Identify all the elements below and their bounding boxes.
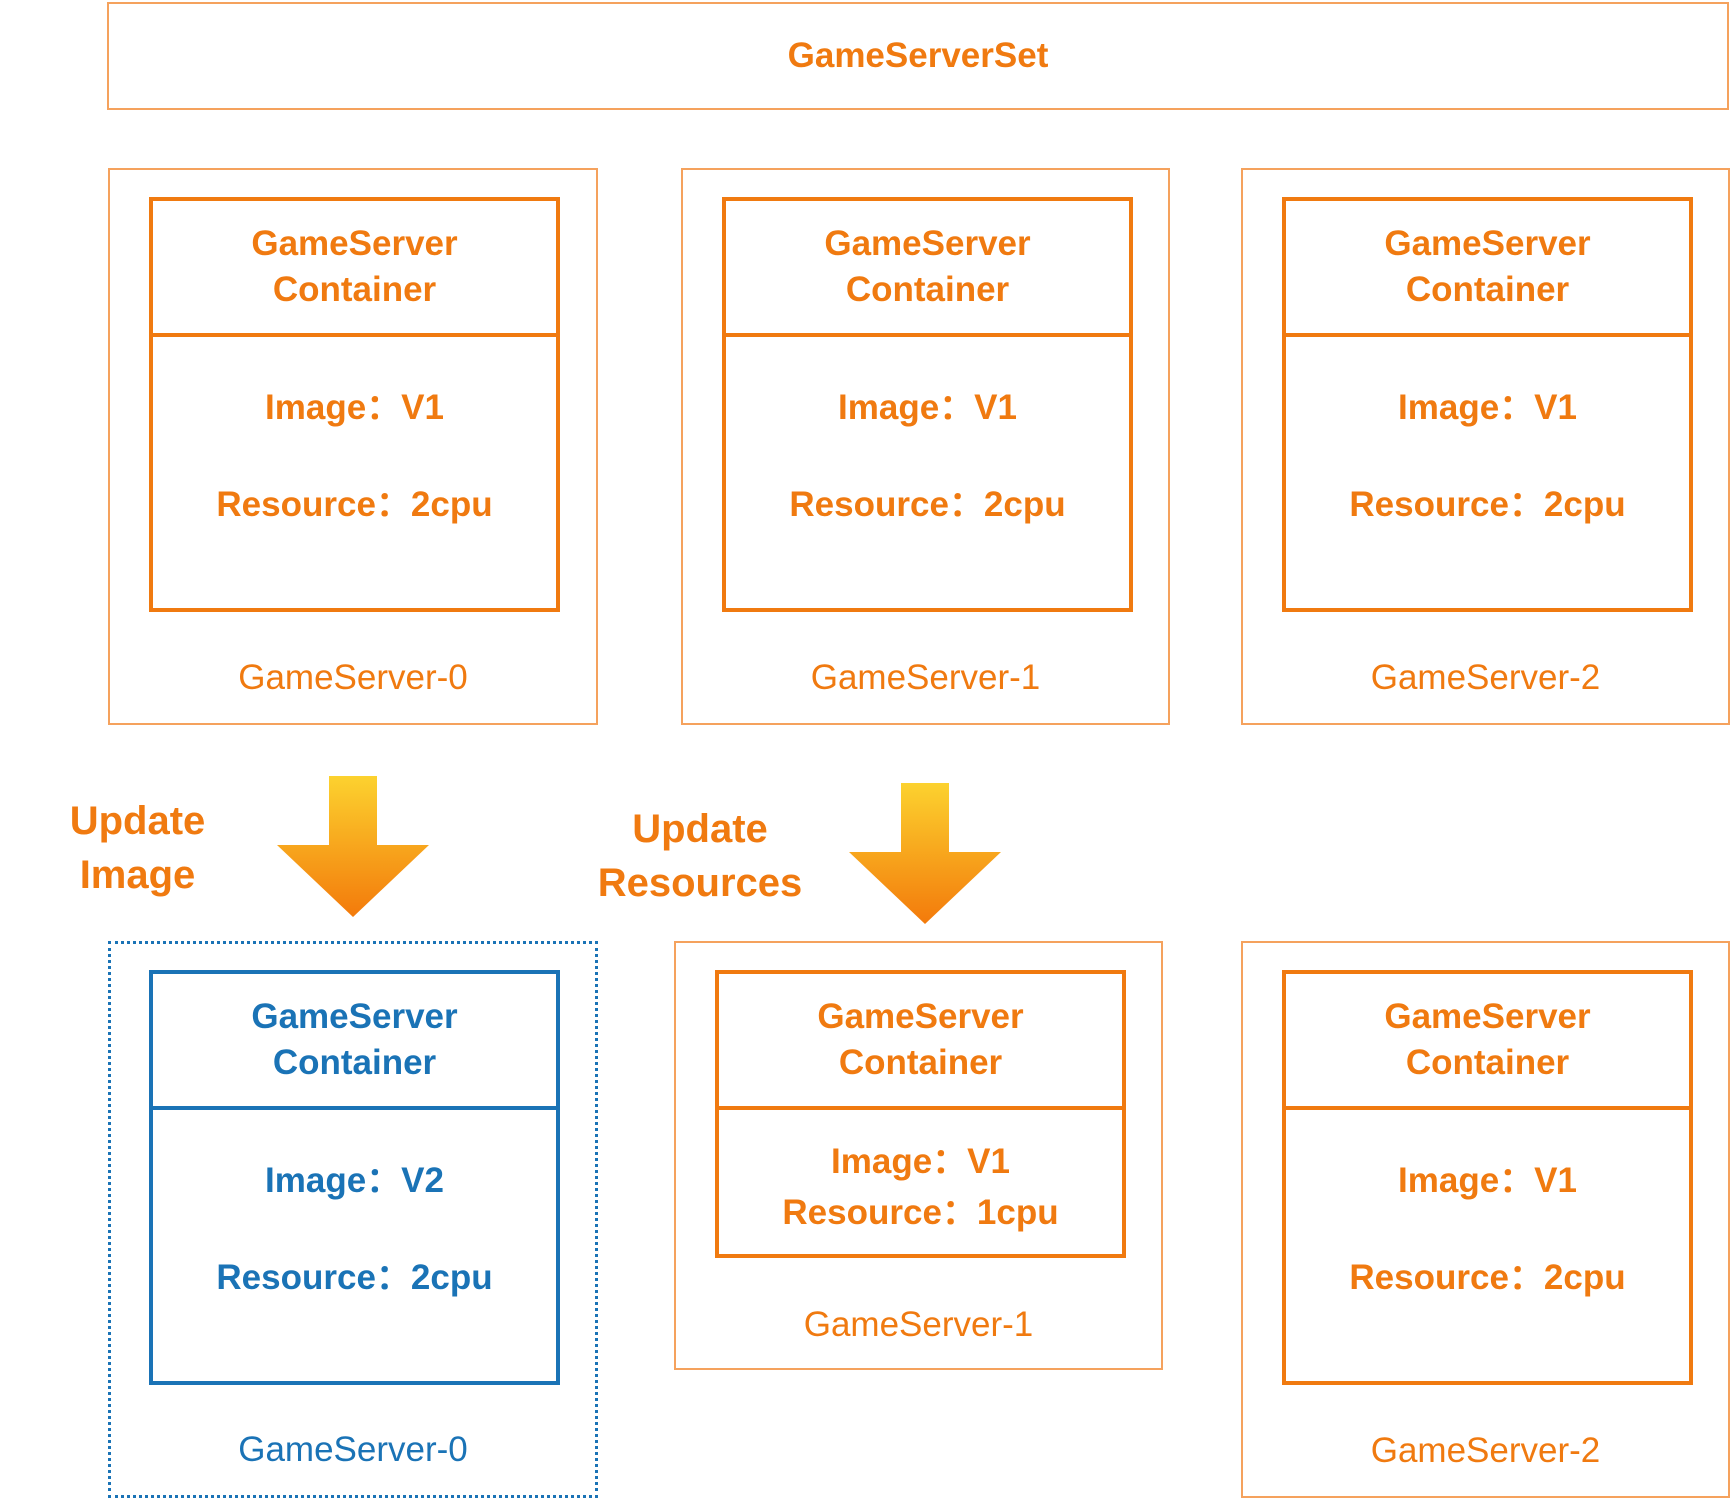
gameserver-container: GameServer Container Image：V1 Resource：2…	[722, 197, 1133, 612]
gameserver-label: GameServer-0	[238, 658, 468, 697]
resource-spec: Resource：2cpu	[789, 485, 1066, 524]
container-header: GameServer Container	[153, 201, 556, 337]
container-title-line1: GameServer	[824, 224, 1031, 263]
image-version: Image：V1	[1398, 1161, 1577, 1200]
image-version: Image：V2	[265, 1161, 444, 1200]
container-title-line2: Container	[845, 270, 1010, 309]
resource-spec: Resource：2cpu	[216, 1258, 493, 1297]
gameserver-1-top: GameServer Container Image：V1 Resource：2…	[681, 168, 1170, 725]
container-header: GameServer Container	[726, 201, 1129, 337]
gameserver-0-top: GameServer Container Image：V1 Resource：2…	[108, 168, 598, 725]
gameserver-container: GameServer Container Image：V1 Resource：2…	[1282, 197, 1693, 612]
gameserver-label: GameServer-0	[238, 1430, 468, 1469]
gameserver-2-top: GameServer Container Image：V1 Resource：2…	[1241, 168, 1730, 725]
gameserver-label: GameServer-1	[803, 1305, 1034, 1344]
container-header: GameServer Container	[1286, 201, 1689, 337]
gameserver-1-bottom: GameServer Container Image：V1 Resource：1…	[674, 941, 1163, 1370]
gameserver-container: GameServer Container Image：V1 Resource：2…	[1282, 970, 1693, 1385]
update-resources-label: Update Resources	[590, 802, 810, 910]
gameserver-label: GameServer-2	[1370, 1431, 1601, 1470]
down-arrow-icon	[849, 783, 1001, 924]
gameserver-container: GameServer Container Image：V2 Resource：2…	[149, 970, 560, 1385]
gameserverset-title: GameServerSet	[787, 36, 1049, 75]
container-title-line1: GameServer	[817, 997, 1024, 1036]
container-header: GameServer Container	[1286, 974, 1689, 1110]
container-title-line2: Container	[272, 1043, 437, 1082]
container-title-line2: Container	[1405, 1043, 1570, 1082]
update-resources-line2: Resources	[597, 861, 803, 905]
container-title-line1: GameServer	[251, 224, 458, 263]
down-arrow-icon	[277, 776, 429, 917]
image-version: Image：V1	[831, 1142, 1010, 1181]
update-image-line2: Image	[79, 853, 196, 897]
container-title-line1: GameServer	[1384, 224, 1591, 263]
update-image-line1: Update	[69, 799, 206, 843]
resource-spec: Resource：2cpu	[216, 485, 493, 524]
gameserver-container: GameServer Container Image：V1 Resource：1…	[715, 970, 1126, 1258]
gameserver-label: GameServer-1	[810, 658, 1041, 697]
image-version: Image：V1	[265, 388, 444, 427]
update-image-label: Update Image	[45, 794, 230, 902]
gameserver-2-bottom: GameServer Container Image：V1 Resource：2…	[1241, 941, 1730, 1498]
gameserver-0-bottom: GameServer Container Image：V2 Resource：2…	[108, 941, 598, 1498]
container-title-line1: GameServer	[1384, 997, 1591, 1036]
resource-spec: Resource：1cpu	[782, 1193, 1059, 1232]
container-title-line2: Container	[1405, 270, 1570, 309]
resource-spec: Resource：2cpu	[1349, 485, 1626, 524]
gameserverset-box: GameServerSet	[107, 2, 1729, 110]
container-title-line1: GameServer	[251, 997, 458, 1036]
gameserver-container: GameServer Container Image：V1 Resource：2…	[149, 197, 560, 612]
image-version: Image：V1	[838, 388, 1017, 427]
gameserver-label: GameServer-2	[1370, 658, 1601, 697]
image-version: Image：V1	[1398, 388, 1577, 427]
container-header: GameServer Container	[719, 974, 1122, 1110]
update-resources-line1: Update	[632, 807, 768, 851]
container-title-line2: Container	[838, 1043, 1003, 1082]
resource-spec: Resource：2cpu	[1349, 1258, 1626, 1297]
container-header: GameServer Container	[153, 974, 556, 1110]
container-title-line2: Container	[272, 270, 437, 309]
